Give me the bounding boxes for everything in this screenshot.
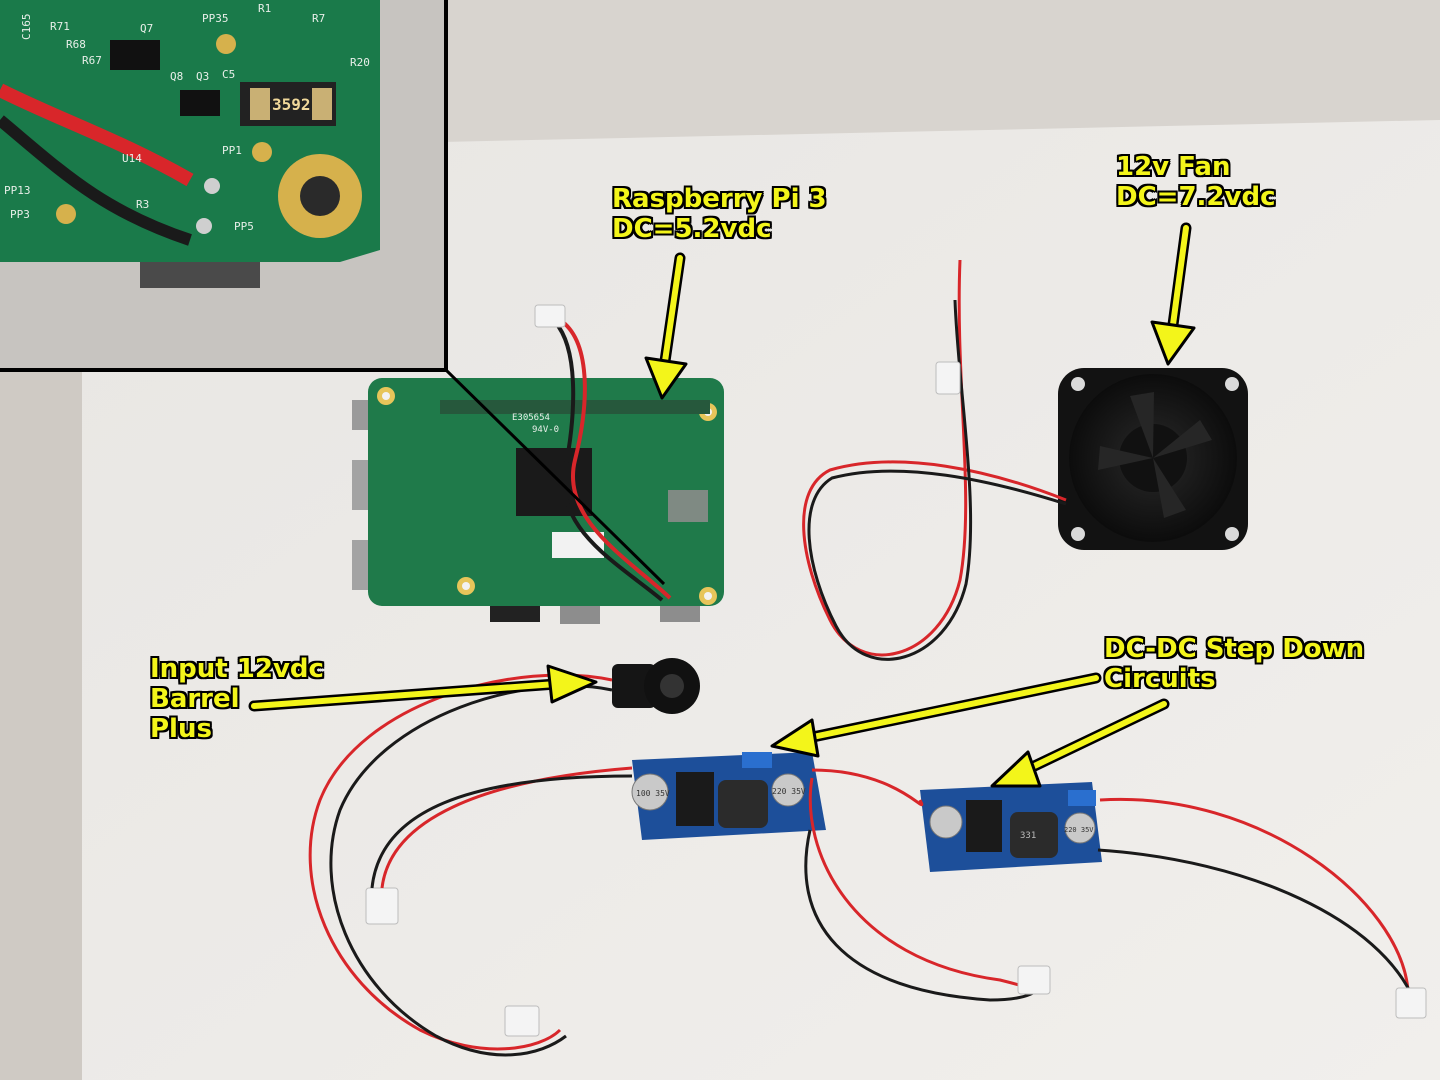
inset-silk-r1: R1 [258,2,271,15]
module-2-black-wire [1097,848,1416,1001]
module-2-connector [1395,987,1427,1019]
stepdown-label-line2: Circuits [1104,664,1216,694]
module-2-inductor-marking: 331 [1020,831,1036,841]
inset-leader-line [444,368,666,586]
fan-black-wire [807,299,1067,661]
inset-silk-c165: C165 [20,14,33,41]
fan-red-wire [802,259,1067,657]
inset-silk-pp3: PP3 [10,208,30,221]
raspberry-pi-label-line2: DC=5.2vdc [612,214,772,244]
pi-red-wire [558,318,672,600]
inset-frame [0,0,448,372]
step-down-module-1 [631,752,826,840]
arrow-left-icon [770,672,1102,758]
left-edge-shadow [0,372,82,1080]
arrow-left-icon [248,664,598,712]
inset-silk-r3: R3 [136,198,149,211]
fan-connector [935,361,961,395]
module-1-out-red-wire [811,768,924,807]
fan-label-line2: DC=7.2vdc [1116,182,1276,212]
module-1-cap-marking: 100 35V [636,789,670,798]
inset-silk-q7: Q7 [140,22,153,35]
input-connector-left [365,887,399,925]
raspberry-pi-board [352,378,724,624]
inset-silk-r71: R71 [50,20,70,33]
stepdown-label-line1: DC-DC Step Down [1104,634,1365,664]
inset-silk-q8: Q8 [170,70,183,83]
inset-silk-q3: Q3 [196,70,209,83]
inset-silk-u14: U14 [122,152,142,165]
module-1-inductor-marking: 220 35V [772,787,806,796]
cooling-fan [1058,368,1248,550]
pi-black-wire [553,320,664,602]
arrow-down-icon [1150,222,1196,366]
module-2-cap-marking: 220 35V [1064,826,1094,834]
module-1-connector [1017,965,1051,995]
left-connector-black-wire [370,774,633,889]
step-down-module-2 [920,782,1102,872]
input-label-line3: Plus [150,714,212,744]
fan-label-line1: 12v Fan [1116,152,1231,182]
module-2-red-wire [1099,797,1410,991]
inset-silk-pp13: PP13 [4,184,31,197]
raspberry-pi-label-line1: Raspberry Pi 3 [612,184,827,214]
inset-silk-pp5: PP5 [234,220,254,233]
barrel-jack [612,658,700,714]
module-1-down-black-wire [804,829,1042,1002]
inset-silk-r7: R7 [312,12,325,25]
arrow-left-icon [990,698,1170,788]
input-label-line1: Input 12vdc [150,654,324,684]
arrow-down-icon [644,252,688,400]
input-connector-bottom [504,1005,540,1037]
inset-silk-r68: R68 [66,38,86,51]
pi-silkscreen-94v0: 94V-0 [532,425,559,435]
left-connector-red-wire [380,766,633,889]
inset-silk-pp1: PP1 [222,144,242,157]
inset-silk-c5: C5 [222,68,235,81]
input-label-line2: Barrel [150,684,240,714]
inset-silk-r20: R20 [350,56,370,69]
pi-silkscreen-e305654: E305654 [512,413,550,423]
pi-connector [534,304,566,328]
inset-silk-r67: R67 [82,54,102,67]
input-black-wire [329,684,613,1057]
inset-closeup [0,0,448,372]
inset-silk-pp35: PP35 [202,12,229,25]
inset-capacitor-marking: 3592 [272,95,311,114]
